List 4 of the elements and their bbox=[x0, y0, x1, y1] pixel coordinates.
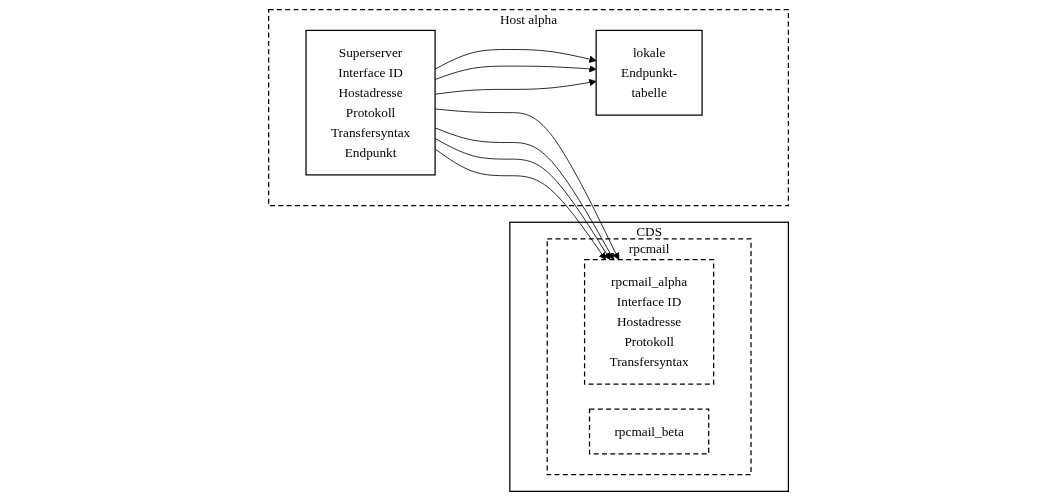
node-box: rpcmail_alpha Interface ID Hostadresse Protokoll Transfersyntax bbox=[584, 259, 715, 385]
node-box: Superserver Interface ID Hostadresse Protokoll Transfersyntax Endpunkt bbox=[305, 29, 437, 176]
node-box: rpcmail_beta bbox=[589, 408, 710, 455]
node-box: lokale Endpunkt- tabelle bbox=[596, 29, 704, 116]
